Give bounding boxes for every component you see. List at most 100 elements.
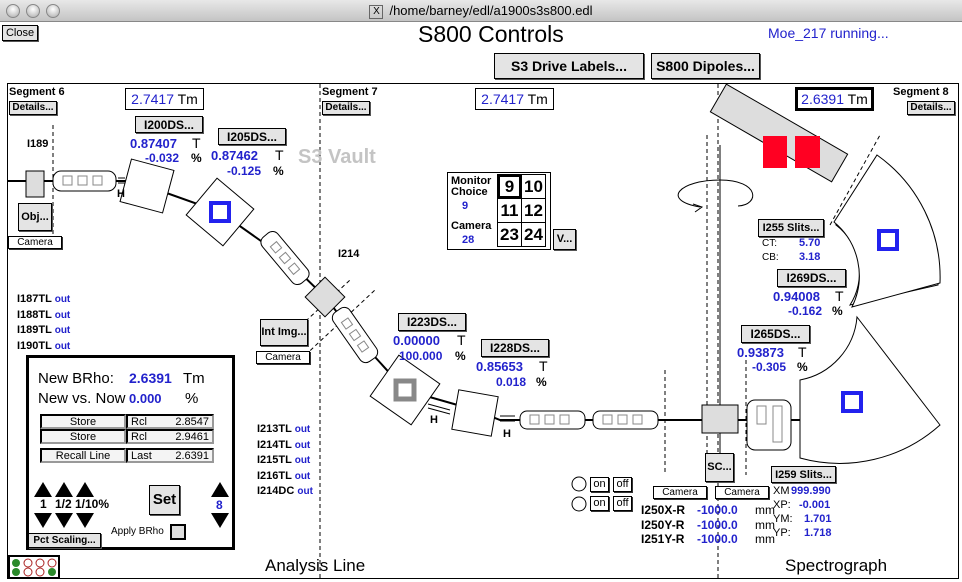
spectrograph-label: Spectrograph bbox=[785, 556, 888, 575]
store-button-2[interactable]: Store bbox=[40, 429, 126, 444]
cb-value: 3.18 bbox=[799, 251, 821, 263]
minimize-window-icon[interactable] bbox=[26, 4, 40, 18]
set-button[interactable]: Set bbox=[149, 485, 180, 515]
i259-slits-button[interactable]: I259 Slits... bbox=[771, 466, 836, 483]
s3-vault-label: S3 Vault bbox=[298, 146, 376, 168]
on-button-2[interactable]: on bbox=[590, 496, 609, 511]
int-img-camera-button[interactable]: Camera bbox=[256, 351, 310, 364]
i223ds-button[interactable]: I223DS... bbox=[398, 313, 466, 331]
step-1-down-arrow-icon[interactable] bbox=[34, 513, 52, 528]
step-tenth-down-arrow-icon[interactable] bbox=[76, 513, 94, 528]
h-label: H bbox=[117, 188, 125, 200]
target-row[interactable]: I187TL out bbox=[17, 293, 71, 305]
percent-unit: % bbox=[455, 349, 466, 363]
int-img-button[interactable]: Int Img... bbox=[260, 319, 308, 346]
i205ds-button[interactable]: I205DS... bbox=[218, 128, 286, 145]
indicator-1 bbox=[571, 476, 587, 492]
cb-label: CB: bbox=[762, 252, 779, 263]
monitor-cell-23[interactable]: 23 bbox=[497, 222, 522, 247]
obj-button[interactable]: Obj... bbox=[18, 203, 52, 231]
segment-6-details-button[interactable]: Details... bbox=[9, 101, 57, 115]
monitor-cell-10[interactable]: 10 bbox=[521, 174, 546, 199]
x11-icon: X bbox=[369, 4, 384, 19]
pct-unit: % bbox=[185, 390, 199, 407]
percent-unit: % bbox=[797, 360, 808, 374]
i255-slits-button[interactable]: I255 Slits... bbox=[758, 219, 824, 237]
zoom-window-icon[interactable] bbox=[46, 4, 60, 18]
i265ds-field: 0.93873 bbox=[737, 345, 784, 360]
analysis-line-label: Analysis Line bbox=[265, 556, 366, 575]
obj-camera-button[interactable]: Camera bbox=[8, 236, 62, 249]
segment-8-details-button[interactable]: Details... bbox=[907, 101, 955, 115]
tesla-unit: T bbox=[539, 358, 548, 374]
monitor-choice-value: 9 bbox=[462, 200, 469, 212]
step-1-up-arrow-icon[interactable] bbox=[34, 482, 52, 497]
ct-value: 5.70 bbox=[799, 237, 821, 249]
target-row[interactable]: I216TL out bbox=[257, 469, 311, 482]
new-vs-now-value: 0.000 bbox=[129, 391, 162, 406]
monitor-cell-9[interactable]: 9 bbox=[497, 174, 522, 199]
i223ds-pct: 100.000 bbox=[399, 349, 443, 363]
digit-down-arrow-icon[interactable] bbox=[211, 513, 229, 528]
target-row[interactable]: I188TL out bbox=[17, 308, 71, 321]
digit-up-arrow-icon[interactable] bbox=[211, 482, 229, 497]
sc-button[interactable]: SC... bbox=[705, 453, 734, 482]
recall-line-button[interactable]: Recall Line bbox=[40, 448, 126, 463]
i265ds-button[interactable]: I265DS... bbox=[741, 325, 810, 343]
tesla-unit: T bbox=[835, 288, 844, 304]
brho-unit: Tm bbox=[183, 370, 205, 387]
close-button[interactable]: Close bbox=[2, 25, 38, 41]
on-button-1[interactable]: on bbox=[590, 477, 609, 492]
segment-7-details-button[interactable]: Details... bbox=[322, 101, 370, 115]
camera-button-1[interactable]: Camera bbox=[653, 486, 707, 499]
pct-scaling-button[interactable]: Pct Scaling... bbox=[28, 533, 101, 548]
i269ds-field: 0.94008 bbox=[773, 289, 820, 304]
percent-unit: % bbox=[536, 375, 547, 389]
target-row[interactable]: I213TL out bbox=[257, 423, 311, 435]
off-button-1[interactable]: off bbox=[613, 477, 632, 492]
step-half-up-arrow-icon[interactable] bbox=[55, 482, 73, 497]
monitor-cell-11[interactable]: 11 bbox=[497, 198, 522, 223]
target-row[interactable]: I190TL out bbox=[17, 339, 71, 352]
s3-drive-labels-button[interactable]: S3 Drive Labels... bbox=[494, 53, 644, 79]
rotation-arrow-icon bbox=[677, 179, 754, 208]
step-half-label: 1/2 bbox=[55, 497, 72, 511]
digit-value: 8 bbox=[216, 498, 223, 512]
title-bar: X/home/barney/edl/a1900s3s800.edl bbox=[0, 0, 962, 22]
i214-label: I214 bbox=[338, 248, 360, 260]
target-row[interactable]: I189TL out bbox=[17, 324, 71, 336]
monitor-cell-12[interactable]: 12 bbox=[521, 198, 546, 223]
percent-unit: % bbox=[191, 151, 202, 165]
monitor-cell-24[interactable]: 24 bbox=[521, 222, 546, 247]
step-1-label: 1 bbox=[40, 497, 47, 511]
i228ds-button[interactable]: I228DS... bbox=[481, 339, 549, 357]
i205ds-field: 0.87462 bbox=[211, 148, 258, 163]
s800-dipoles-button[interactable]: S800 Dipoles... bbox=[651, 53, 760, 79]
i200ds-field: 0.87407 bbox=[130, 136, 177, 151]
camera-button-2[interactable]: Camera bbox=[715, 486, 769, 499]
i200ds-pct: -0.032 bbox=[145, 151, 180, 165]
h-label: H bbox=[430, 414, 438, 426]
i269ds-button[interactable]: I269DS... bbox=[777, 269, 846, 287]
v-button[interactable]: V... bbox=[553, 229, 576, 250]
close-window-icon[interactable] bbox=[6, 4, 20, 18]
i200ds-button[interactable]: I200DS... bbox=[135, 116, 203, 133]
apply-brho-label: Apply BRho bbox=[111, 526, 164, 537]
indicator-2 bbox=[571, 496, 587, 512]
blocker-right bbox=[795, 136, 820, 168]
step-half-down-arrow-icon[interactable] bbox=[55, 513, 73, 528]
step-tenth-up-arrow-icon[interactable] bbox=[76, 482, 94, 497]
i228ds-field: 0.85653 bbox=[476, 359, 523, 374]
apply-brho-checkbox[interactable] bbox=[170, 524, 186, 540]
target-row[interactable]: I215TL out bbox=[257, 454, 311, 466]
target-row[interactable]: I214TL out bbox=[257, 438, 311, 451]
store-button-1[interactable]: Store bbox=[40, 414, 126, 429]
target-row[interactable]: I214DC out bbox=[257, 485, 313, 497]
off-button-2[interactable]: off bbox=[613, 496, 632, 511]
